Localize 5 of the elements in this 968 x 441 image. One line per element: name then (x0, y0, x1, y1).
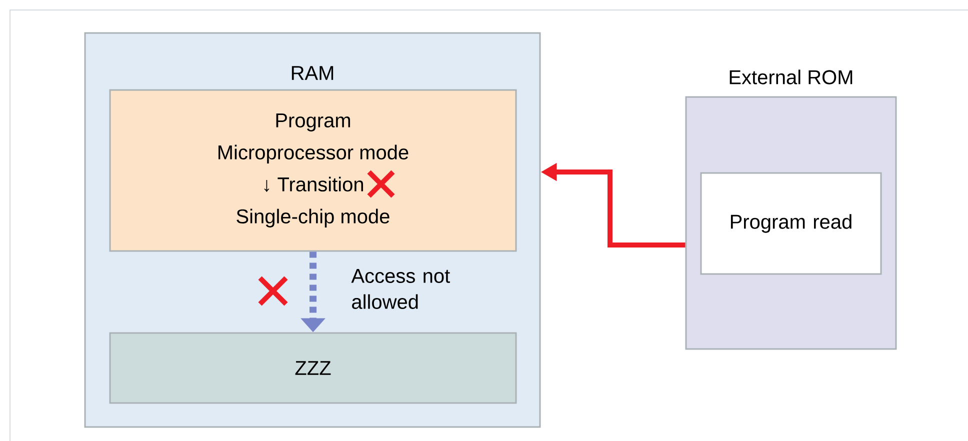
memory-area-box: ZZZ (109, 332, 517, 404)
node-label: External ROM (730, 70, 852, 84)
process-box: Program read (700, 172, 882, 275)
edge-label: Access not allowed (351, 269, 450, 309)
program-box: Program Microprocessor mode ↓ Transition Single-chip mode (109, 89, 517, 252)
